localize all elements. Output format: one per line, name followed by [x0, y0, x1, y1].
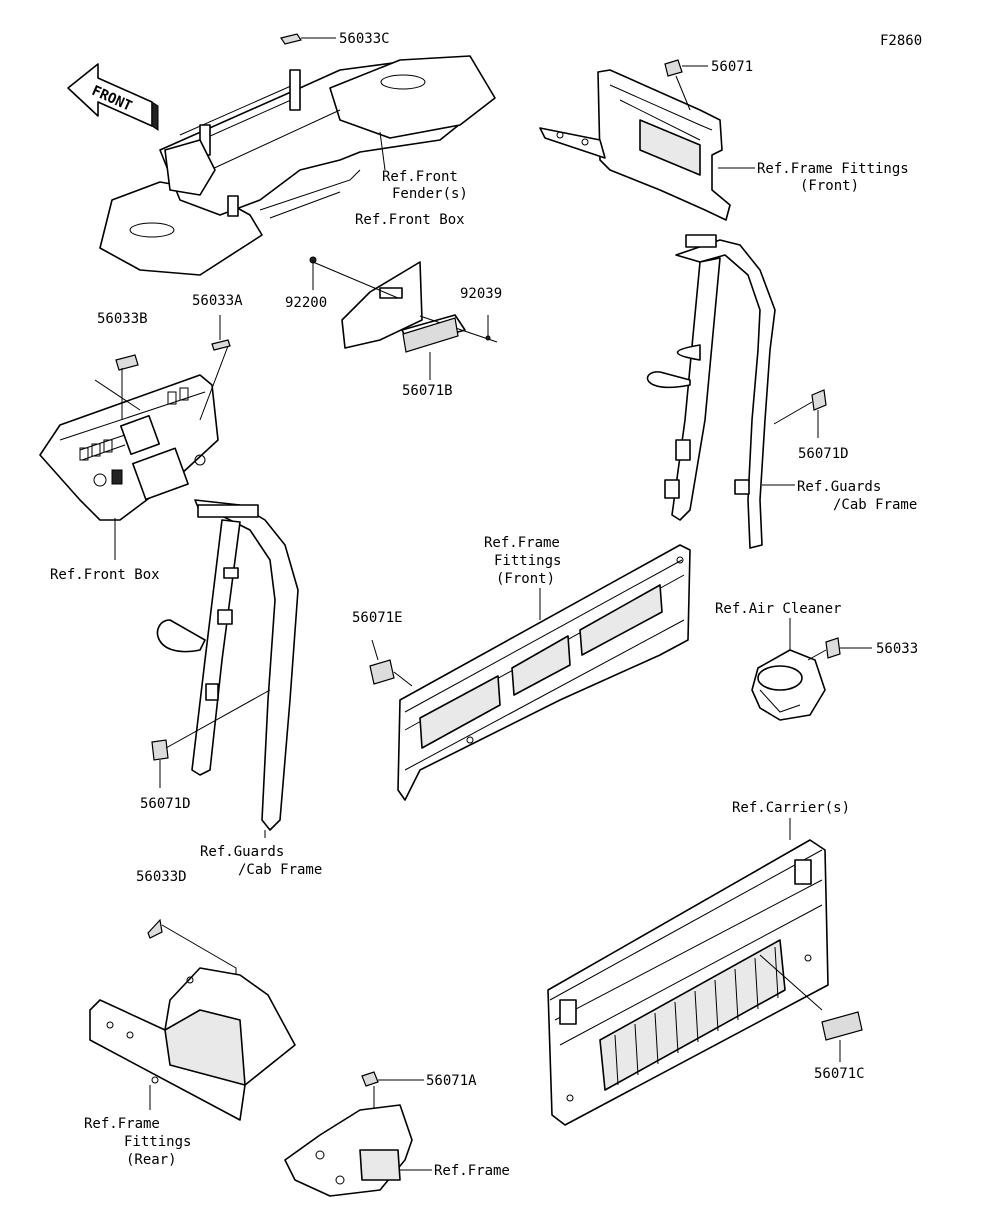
- ref-guards-right-line2: /Cab Frame: [833, 497, 917, 513]
- ref-frame-fittings-front-top-line1: Ref.Frame Fittings: [757, 161, 909, 177]
- ref-carriers: Ref.Carrier(s): [732, 800, 850, 816]
- part-56071B: 56071B: [402, 383, 453, 399]
- decal-56033D: [147, 918, 163, 939]
- ref-guards-left-line2: /Cab Frame: [238, 862, 322, 878]
- ref-frame-fittings-rear-line2: Fittings: [124, 1134, 191, 1150]
- part-92039: 92039: [460, 286, 502, 302]
- frame-fittings-front-panel: [397, 544, 691, 801]
- part-56071C: 56071C: [814, 1066, 865, 1082]
- part-56071D-left: 56071D: [140, 796, 191, 812]
- decal-56071D-right: [811, 389, 827, 411]
- guard-cab-frame-left: [156, 499, 299, 831]
- decal-56033C: [280, 33, 302, 45]
- frame-fittings-front-top: [539, 69, 731, 221]
- ref-frame-fittings-rear-line1: Ref.Frame: [84, 1116, 160, 1132]
- part-56033C: 56033C: [339, 31, 390, 47]
- part-56071D-right: 56071D: [798, 446, 849, 462]
- ref-frame-fittings-rear-line3: (Rear): [126, 1152, 177, 1168]
- frame-bottom: [284, 1104, 413, 1197]
- decal-56071E: [369, 659, 395, 685]
- decal-56071B: [402, 317, 459, 353]
- part-56071A: 56071A: [426, 1073, 477, 1089]
- part-56071E: 56071E: [352, 610, 403, 626]
- frame-fittings-rear: [89, 967, 296, 1121]
- ref-frame-bottom: Ref.Frame: [434, 1163, 510, 1179]
- carrier-bed-panel: [547, 839, 829, 1126]
- decal-56071A: [361, 1071, 379, 1087]
- decal-56033B: [115, 354, 139, 371]
- decal-56071C: [821, 1011, 863, 1041]
- part-56033B: 56033B: [97, 311, 148, 327]
- part-92200: 92200: [285, 295, 327, 311]
- decal-56033: [825, 637, 841, 659]
- dashboard-front-box: [39, 374, 219, 521]
- ref-front-fender-line2: Fender(s): [392, 186, 468, 202]
- front-fender-assembly: [99, 55, 496, 276]
- ref-guards-right-line1: Ref.Guards: [797, 479, 881, 495]
- ref-frame-fittings-front-top-line2: (Front): [800, 178, 859, 194]
- ref-front-fender-line1: Ref.Front: [382, 169, 458, 185]
- air-cleaner-housing: [751, 649, 826, 721]
- part-56033D: 56033D: [136, 869, 187, 885]
- ref-frame-mid-line2: Fittings: [494, 553, 561, 569]
- decal-56033A: [211, 339, 231, 351]
- ref-front-box-top: Ref.Front Box: [355, 212, 465, 228]
- figure-id: F2860: [880, 33, 922, 49]
- ref-guards-left-line1: Ref.Guards: [200, 844, 284, 860]
- ref-air-cleaner: Ref.Air Cleaner: [715, 601, 841, 617]
- part-56033: 56033: [876, 641, 918, 657]
- decal-56071: [664, 59, 683, 77]
- ref-frame-mid-line1: Ref.Frame: [484, 535, 560, 551]
- part-56033A: 56033A: [192, 293, 243, 309]
- part-56071: 56071: [711, 59, 753, 75]
- ref-front-box-left: Ref.Front Box: [50, 567, 160, 583]
- ref-frame-mid-line3: (Front): [496, 571, 555, 587]
- decal-56071D-left: [151, 739, 169, 761]
- clip-92039: [485, 335, 491, 341]
- front-arrow-icon: FRONT: [67, 63, 159, 131]
- guard-cab-frame-right: [646, 234, 776, 549]
